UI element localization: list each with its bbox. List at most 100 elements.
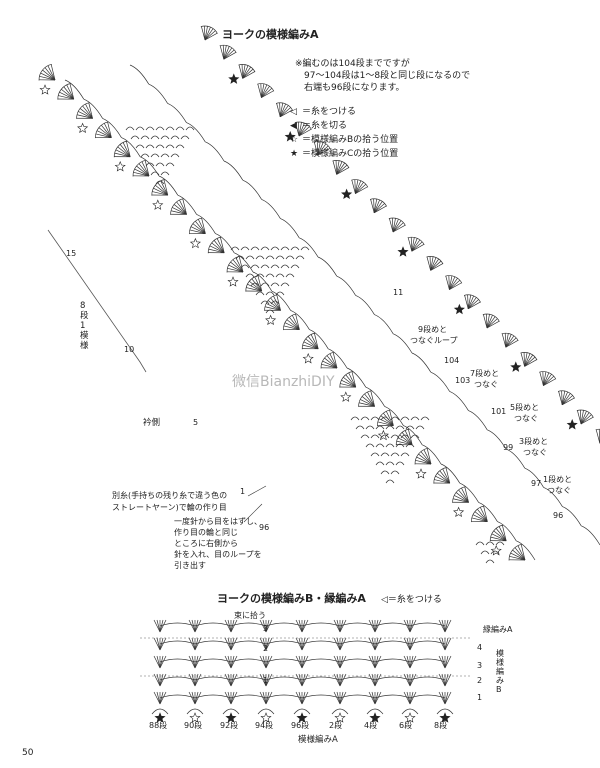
chain-loop — [205, 142, 224, 161]
pineapple-arc — [241, 247, 249, 250]
fan-motif — [340, 372, 356, 388]
fan-motif — [359, 391, 375, 407]
pineapple-arc — [166, 145, 174, 148]
pineapple-arc — [151, 154, 159, 157]
note-line-2: 97〜104段は1〜8段と同じ段になるので — [304, 69, 470, 81]
pineapple-arc — [396, 426, 404, 429]
pineapple-arc — [381, 435, 389, 438]
pineapple-arc — [166, 127, 174, 130]
pineapple-arc — [246, 256, 254, 259]
chain-loop — [280, 219, 299, 238]
fan-motif — [283, 314, 299, 330]
pineapple-arc — [251, 247, 259, 250]
filled-star-icon — [511, 362, 521, 371]
inner-num-2: 2 — [263, 644, 268, 653]
fan-motif — [415, 448, 431, 464]
b-dc-stitch — [445, 692, 448, 704]
row-num-101: 101 — [491, 407, 506, 416]
fan-motif — [133, 160, 149, 176]
outline-star-icon — [153, 200, 163, 209]
row-num-96-right: 96 — [553, 511, 563, 520]
fan-motif — [351, 180, 368, 194]
fan-motif — [434, 468, 450, 484]
pineapple-arc — [371, 435, 379, 438]
pineapple-arc — [271, 283, 279, 286]
chain-loop — [160, 623, 195, 626]
chain-loop — [410, 695, 445, 698]
pineapple-arc — [261, 301, 269, 304]
outline-star-icon — [228, 277, 238, 286]
pineapple-arc — [411, 435, 419, 438]
pineapple-arc — [271, 247, 279, 250]
chain-loop — [302, 677, 340, 680]
pineapple-arc — [276, 256, 284, 259]
chain-loop — [375, 623, 410, 626]
diagram-a-title: ヨークの模様編みA — [222, 27, 319, 41]
fan-motif — [95, 122, 111, 138]
pineapple-arc — [376, 444, 384, 447]
chain-loop — [160, 695, 195, 698]
chain-loop — [160, 659, 195, 662]
watermark: 微信BianzhiDIY — [232, 374, 335, 390]
pineapple-arc — [481, 551, 489, 554]
b-dc-stitch — [445, 638, 448, 650]
side-char-2: 様 — [496, 657, 504, 667]
pineapple-arc — [486, 542, 494, 545]
edge-a-label: 縁編みA — [483, 624, 513, 634]
chain-loop — [340, 623, 375, 626]
hook-note-line-3: ところに右側から — [174, 538, 238, 548]
side-char-3: 編 — [496, 666, 504, 676]
chain-loop — [231, 695, 266, 698]
bottom-label-9: 8段 — [434, 720, 447, 730]
bottom-label-3: 92段 — [220, 720, 238, 730]
pineapple-arc — [356, 426, 364, 429]
filled-star-icon — [229, 74, 239, 83]
row-num-15: 15 — [66, 249, 76, 258]
outline-star-icon — [78, 123, 88, 132]
fan-motif — [257, 84, 274, 98]
chain-loop — [431, 372, 450, 391]
pineapple-arc — [251, 265, 259, 268]
pineapple-arc — [181, 136, 189, 139]
filled-star-icon — [342, 189, 352, 198]
chain-loop — [340, 677, 375, 680]
bottom-label-1: 88段 — [149, 720, 167, 730]
chain-loop — [375, 659, 410, 662]
pineapple-arc — [176, 145, 184, 148]
pineapple-arc — [371, 453, 379, 456]
pineapple-arc — [296, 256, 304, 259]
fan-motif — [332, 160, 349, 174]
b-dc-stitch — [154, 638, 160, 650]
pineapple-arc — [371, 417, 379, 420]
fan-motif — [201, 26, 218, 40]
chain-loop — [302, 641, 340, 644]
chain-loop — [374, 315, 393, 334]
b-row-3: 3 — [477, 661, 482, 670]
repeat-label-char-3: 1 — [80, 321, 85, 331]
outline-star-icon — [416, 469, 426, 478]
filled-star-icon — [455, 305, 465, 314]
pineapple-arc — [421, 417, 429, 420]
chain-loop — [450, 391, 469, 410]
pineapple-arc — [376, 462, 384, 465]
join-5-line-1: 5段めと — [510, 402, 539, 412]
repeat-label-char-5: 様 — [80, 340, 89, 351]
chain-loop — [195, 677, 231, 680]
repeat-label-char-4: 模 — [80, 330, 89, 341]
bottom-row-labels: 88段 90段 92段 94段 96段 2段 4段 6段 8段 — [149, 720, 447, 730]
fan-motif — [483, 314, 500, 328]
chain-loop — [410, 623, 445, 626]
chain-loop — [160, 641, 195, 644]
b-row-2: 2 — [477, 676, 482, 685]
chain-loop — [266, 623, 302, 626]
pineapple-arc — [401, 417, 409, 420]
pineapple-motif — [231, 247, 309, 313]
b-dc-stitch — [445, 656, 451, 668]
chain-loop — [231, 659, 266, 662]
chain-loop — [266, 695, 302, 698]
chain-note-line-1: 別糸(手持ちの残り糸で違う色の — [112, 490, 227, 500]
pineapple-arc — [396, 462, 404, 465]
chain-loop — [375, 695, 410, 698]
fan-motif — [471, 506, 487, 522]
